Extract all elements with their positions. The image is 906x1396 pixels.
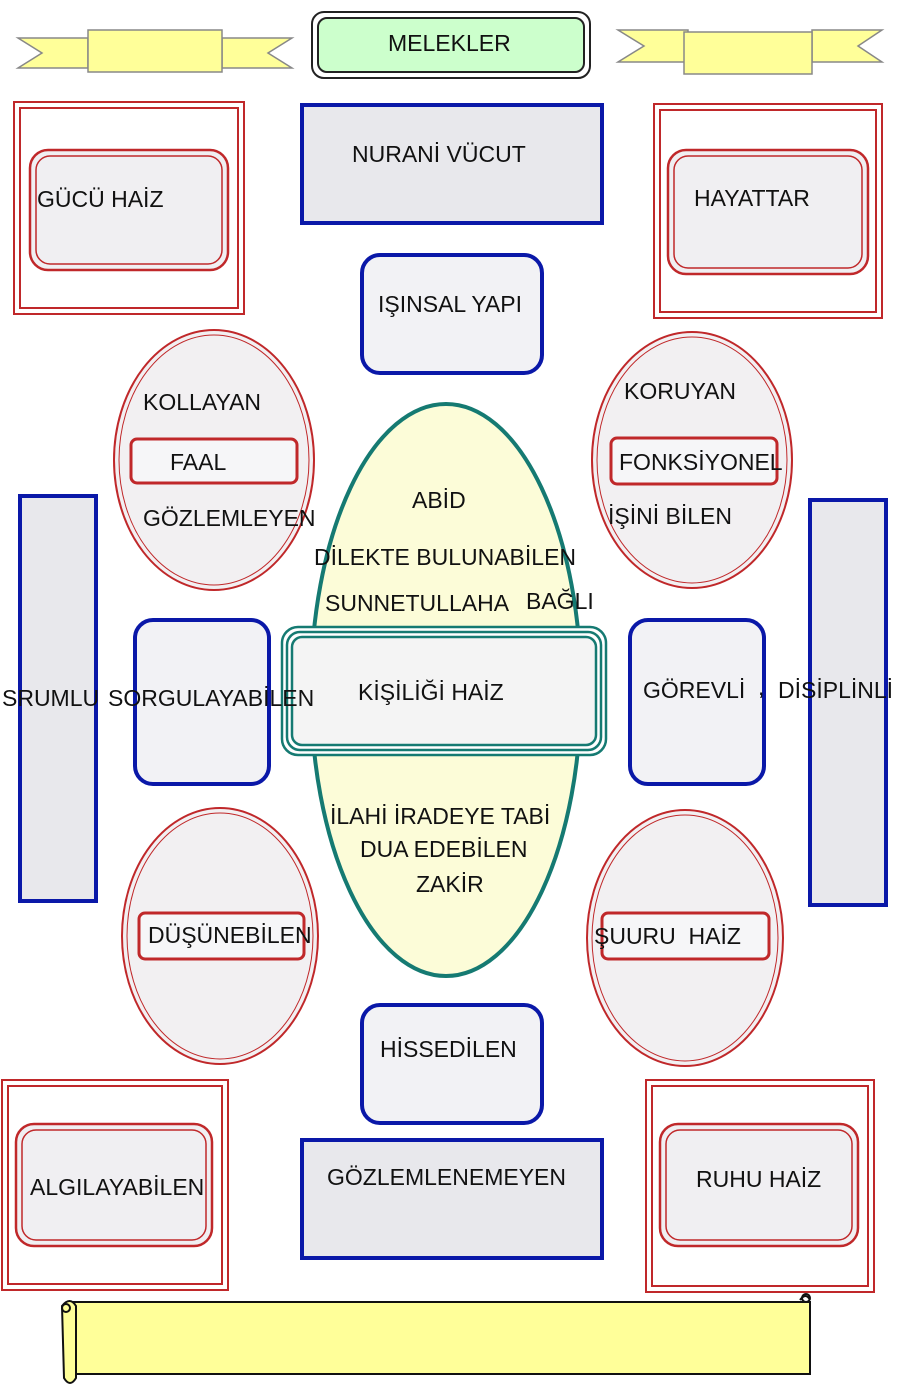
nurani-vucut-box <box>300 103 604 225</box>
gorevli-box <box>628 618 766 786</box>
label-kollayan: KOLLAYAN <box>143 389 262 415</box>
label-faal: FAAL <box>170 449 227 475</box>
corner-frame-bottom-left <box>1 1079 229 1291</box>
scroll-banner-bottom <box>60 1293 811 1384</box>
label-top-right-corner: HAYATTAR <box>694 185 810 211</box>
corner-frame-top-left <box>13 101 245 315</box>
corner-frame-bottom-right <box>645 1079 875 1293</box>
title-box <box>311 11 591 79</box>
label-suuru-haiz: ŞUURU HAİZ <box>594 923 741 949</box>
label-dilekte-bulunabilen: DİLEKTE BULUNABİLEN <box>314 544 577 570</box>
oval-upper-left <box>113 329 315 591</box>
oval-lower-right <box>586 809 784 1067</box>
label-zakir: ZAKİR <box>416 871 484 897</box>
label-disiplinli: DİSİPLİNLİ <box>778 677 894 703</box>
label-abid: ABİD <box>412 487 466 513</box>
label-dua-edebilen: DUA EDEBİLEN <box>360 836 528 862</box>
label-kisiligi-haiz: KİŞİLİĞİ HAİZ <box>358 679 504 705</box>
oval-lower-left <box>121 807 319 1065</box>
label-koruyan: KORUYAN <box>624 378 737 404</box>
label-bottom-right-corner: RUHU HAİZ <box>696 1166 822 1192</box>
sorgulayabilen-box <box>133 618 271 786</box>
central-box <box>280 625 608 757</box>
label-comma: , <box>758 674 765 700</box>
hissedilen-box <box>360 1003 544 1125</box>
label-hissedilen: HİSSEDİLEN <box>380 1036 517 1062</box>
side-bar-right <box>808 498 888 907</box>
title-text: MELEKLER <box>388 30 511 56</box>
side-bar-left <box>18 494 98 903</box>
label-top-left-corner: GÜCÜ HAİZ <box>37 186 164 212</box>
label-gorevli: GÖREVLİ <box>643 677 746 703</box>
isinsal-yapi-box <box>360 253 544 375</box>
label-srumlu: SRUMLU <box>2 685 100 711</box>
oval-upper-right <box>591 331 793 589</box>
label-bagli: BAĞLI <box>526 588 594 614</box>
ribbon-banner-right <box>615 29 885 75</box>
gozlemlenemeyen-box <box>300 1138 604 1260</box>
corner-frame-top-right <box>653 103 883 319</box>
label-isinsal-yapi: IŞINSAL YAPI <box>378 291 523 317</box>
label-fonksiyonel: FONKSİYONEL <box>619 449 783 475</box>
ribbon-banner-left <box>15 29 295 73</box>
label-gozlemlenemeyen: GÖZLEMLENEMEYEN <box>327 1164 566 1190</box>
label-isini-bilen: İŞİNİ BİLEN <box>608 503 732 529</box>
label-sunnetullaha: SUNNETULLAHA <box>325 590 510 616</box>
label-nurani-vucut: NURANİ VÜCUT <box>352 141 526 167</box>
label-bottom-left-corner: ALGILAYABİLEN <box>30 1174 205 1200</box>
label-gozlemleyen: GÖZLEMLEYEN <box>143 505 316 531</box>
label-dusunebilen: DÜŞÜNEBİLEN <box>148 922 312 948</box>
label-ilahi-iradeye-tabi: İLAHİ İRADEYE TABİ <box>330 803 551 829</box>
label-sorgulayabilen: SORGULAYABİLEN <box>108 685 315 711</box>
